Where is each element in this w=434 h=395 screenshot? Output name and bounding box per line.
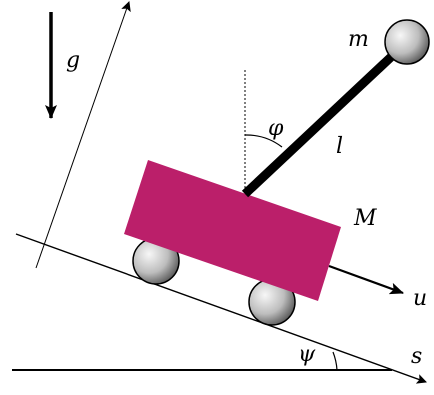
- pendulum-angle-arc: [244, 134, 283, 148]
- slope-angle-arc: [332, 351, 338, 371]
- rod-length-label: l: [336, 134, 343, 159]
- position-label: s: [411, 344, 422, 369]
- slope-angle-label: ψ: [298, 342, 316, 367]
- control-input-label: u: [413, 286, 427, 311]
- slope-track-arrow-icon: [15, 233, 427, 384]
- pendulum-rod: [241, 38, 411, 198]
- pendulum-mass-label: m: [348, 27, 369, 52]
- cart-body: [124, 160, 341, 301]
- tilted-axis-arrow-icon: [35, 1, 131, 269]
- pendulum-angle-label: φ: [268, 116, 284, 141]
- control-input-arrow-icon: [328, 264, 404, 295]
- cart-mass-label: M: [353, 206, 377, 231]
- pendulum-bob: [384, 19, 430, 65]
- gravity-label: g: [66, 48, 80, 73]
